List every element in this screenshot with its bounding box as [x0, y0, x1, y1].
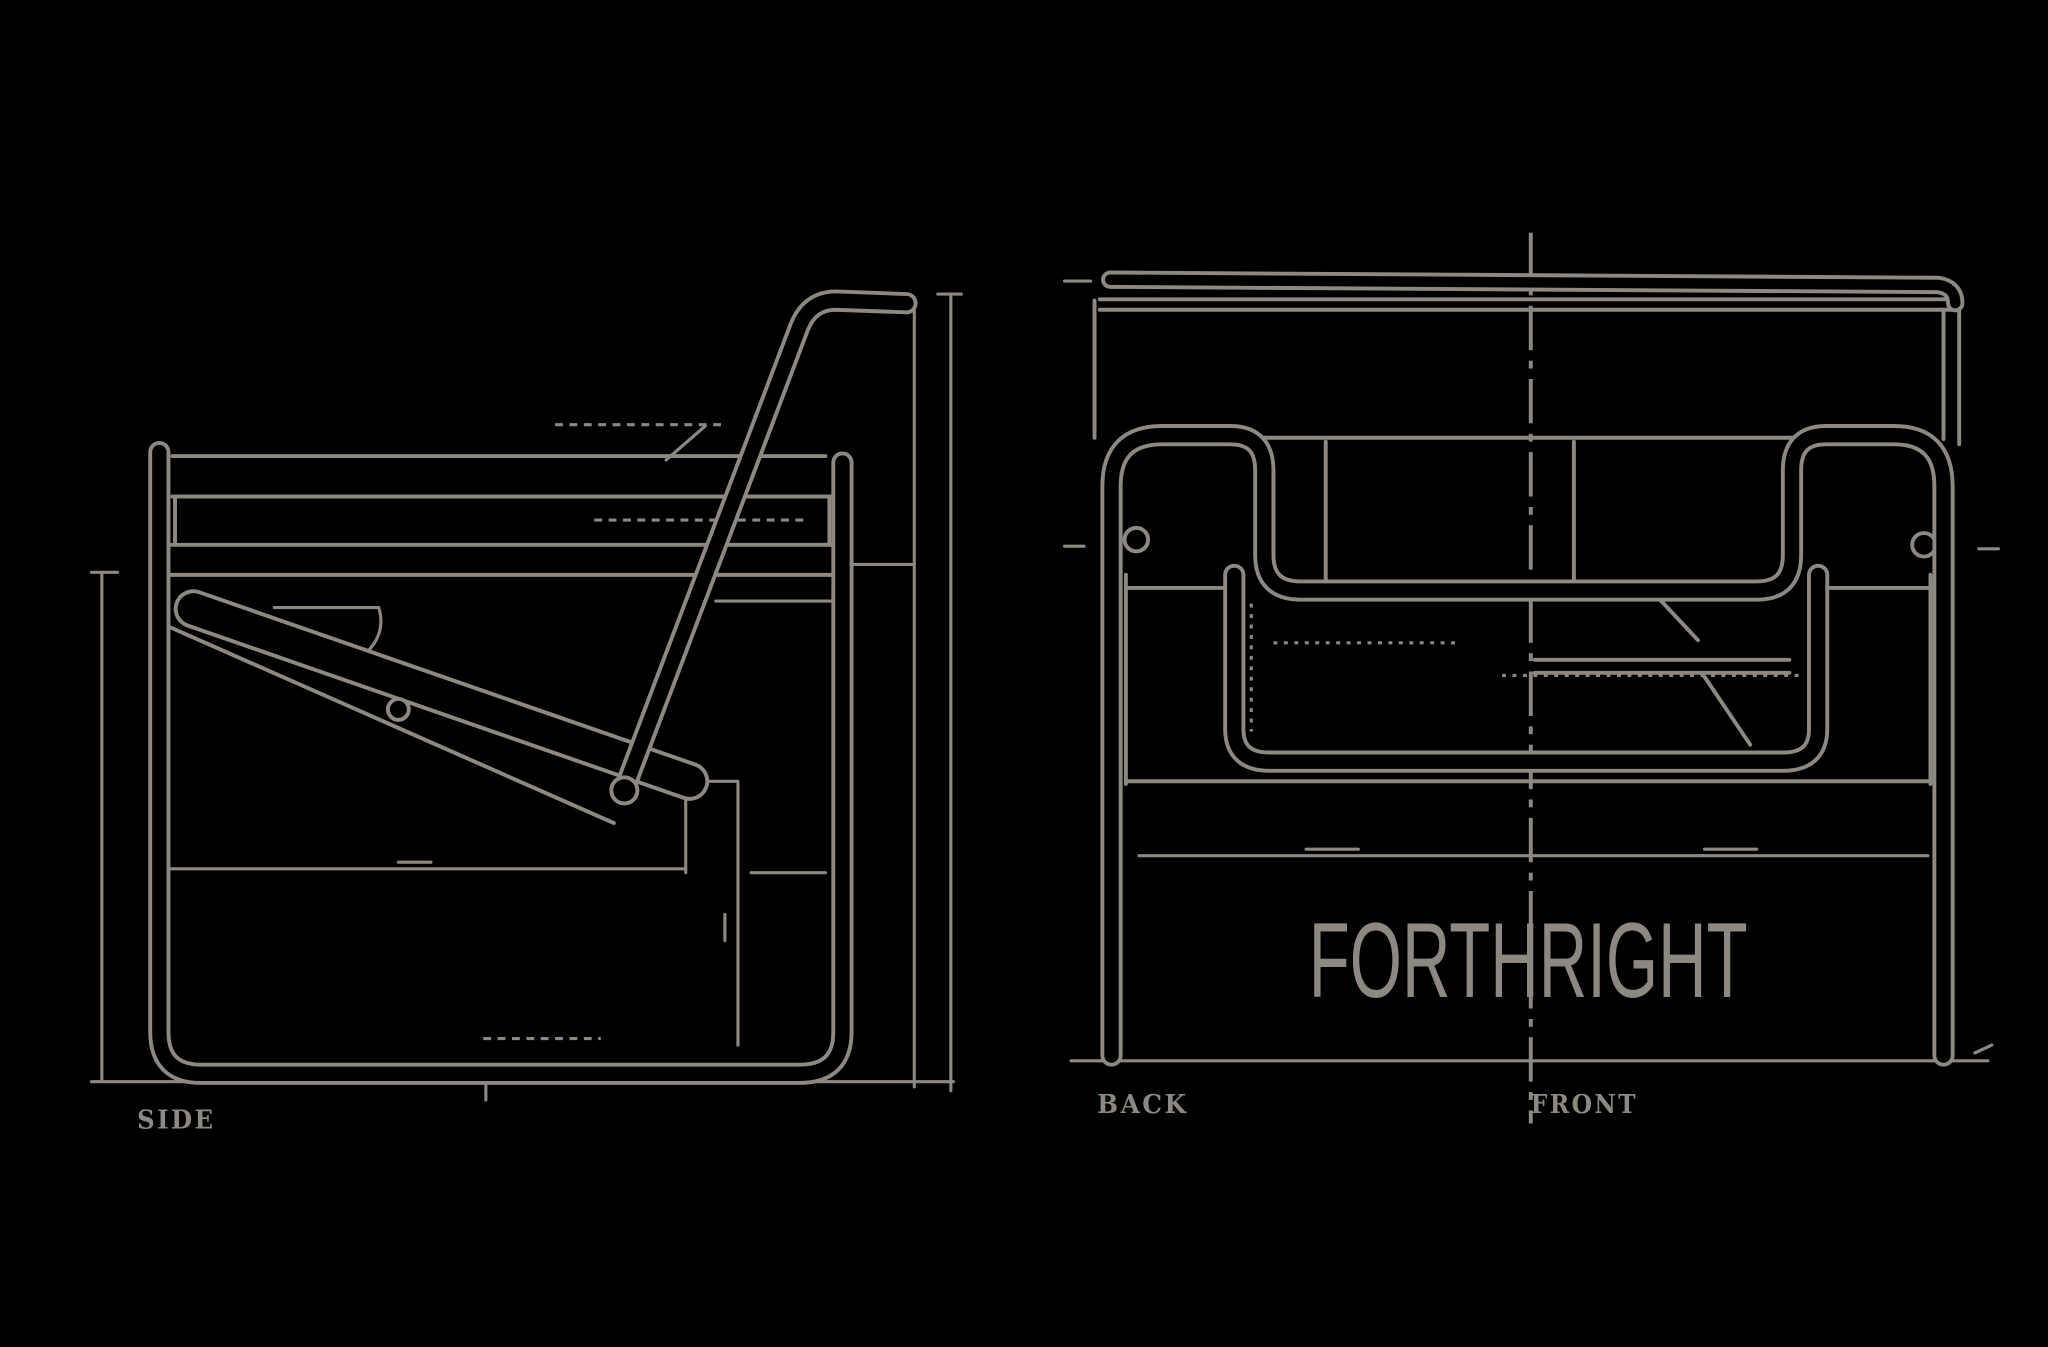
- backrest-tube-fill: [617, 293, 914, 797]
- front-view-label: FRONT: [1531, 1089, 1638, 1120]
- arm-strap-inner-lines: [1123, 572, 1936, 786]
- side-view: SIDE: [89, 289, 963, 1136]
- front-frame-tube-fill: [1104, 427, 1951, 1063]
- dimension-line-seat-width: [1137, 847, 1930, 858]
- dimension-line-left-height: [89, 570, 120, 1081]
- dimension-line-overall-width: [1069, 1043, 1994, 1063]
- back-view-label: BACK: [1097, 1089, 1188, 1120]
- seat-band-fill: [177, 593, 706, 797]
- seat-frame-tube-fill: [1227, 567, 1826, 769]
- backrest-hinge: [609, 775, 640, 806]
- side-ticks: [1062, 544, 2000, 551]
- rivet-right: [1910, 531, 1938, 559]
- seat-lower-edge-line: [167, 625, 616, 826]
- dimension-line-seat-height: [723, 782, 828, 1047]
- seat-frame-tube-outline: [1223, 563, 1830, 773]
- seat-fastener: [385, 697, 411, 722]
- arm-strap-ends: [173, 494, 832, 547]
- side-view-label: SIDE: [137, 1105, 215, 1136]
- brand-wordmark: FORTHRIGHT: [1309, 900, 1748, 1020]
- seat-right-diagonal: [1656, 596, 1753, 747]
- side-frame-tube-fill: [152, 444, 850, 1082]
- front-back-view: FORTHRIGHT BACK FRONT: [1062, 232, 2000, 1124]
- seat-right-edge: [1532, 657, 1792, 675]
- back-panel-right-edge: [1941, 301, 1962, 447]
- rivet-left: [1122, 525, 1151, 554]
- dimension-line-arm-offset: [714, 562, 916, 603]
- dimension-line-seat-depth: [165, 860, 688, 871]
- back-panel-dividers: [1323, 439, 1576, 590]
- dimension-line-back-height-outer: [936, 292, 963, 1093]
- top-rail-tube-fill: [1104, 274, 1961, 309]
